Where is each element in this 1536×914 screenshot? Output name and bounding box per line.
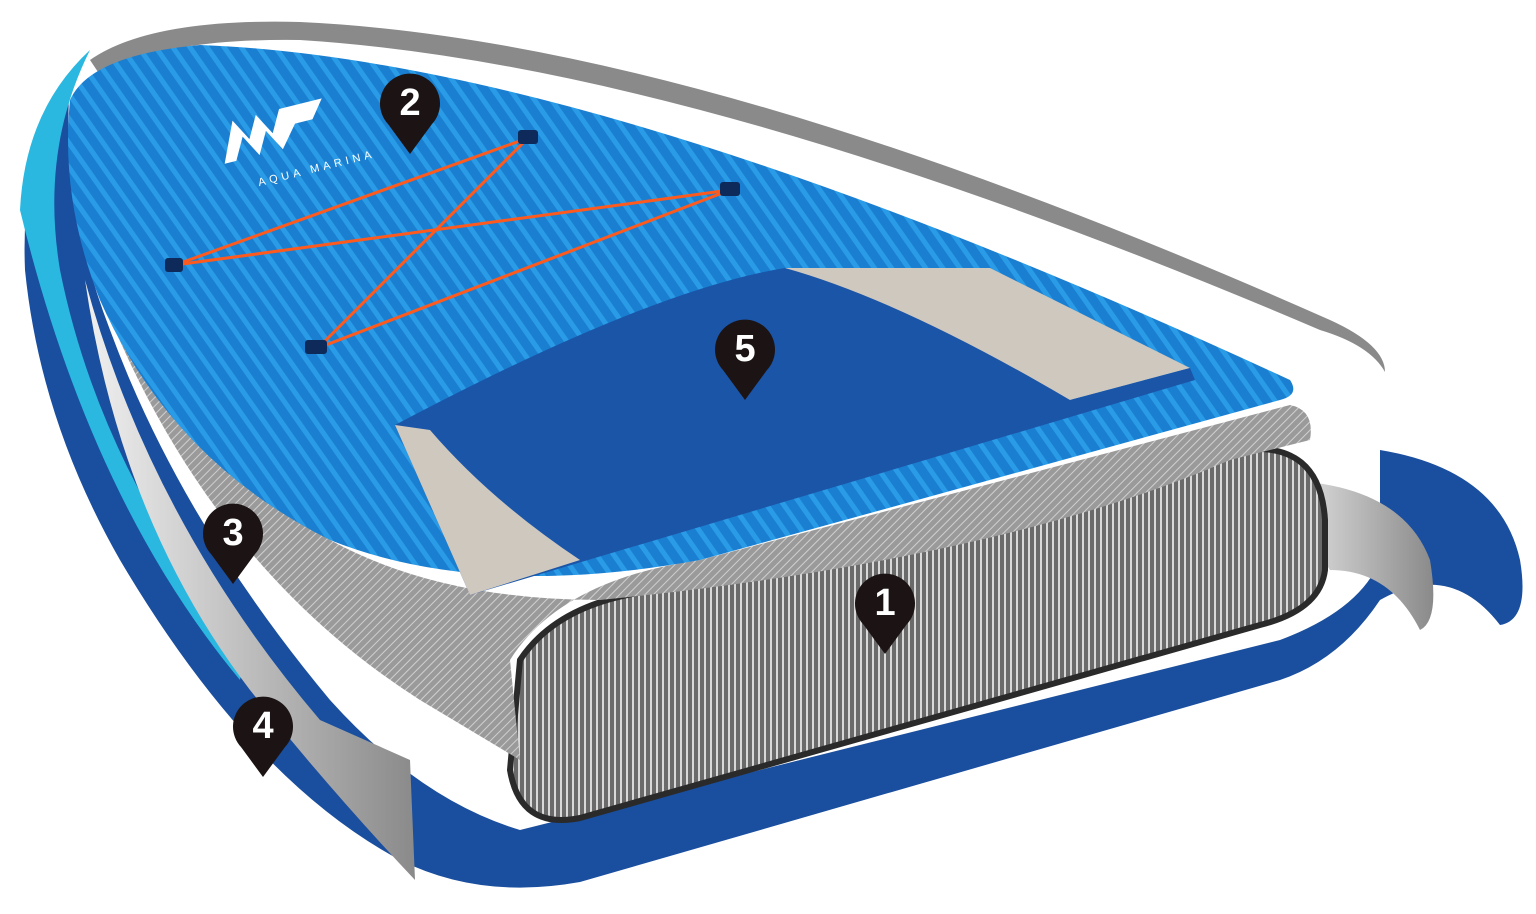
marker-2: 2 <box>380 73 440 154</box>
svg-text:2: 2 <box>399 82 420 124</box>
svg-text:4: 4 <box>252 705 273 747</box>
d-rings <box>165 130 740 354</box>
deck-pad <box>395 268 1195 595</box>
drop-stitch-core <box>506 445 1328 823</box>
marker-1: 1 <box>855 573 915 654</box>
svg-text:5: 5 <box>734 328 755 370</box>
bottom-hull-layer <box>24 80 1523 888</box>
marker-4: 4 <box>233 696 293 777</box>
svg-text:1: 1 <box>874 582 895 624</box>
deck-pad-tail-beige <box>395 425 580 595</box>
svg-text:3: 3 <box>222 512 243 554</box>
marker-3: 3 <box>203 503 263 584</box>
mesh-layer <box>95 280 1311 760</box>
marker-5: 5 <box>715 319 775 400</box>
side-rail-layer <box>85 280 415 880</box>
